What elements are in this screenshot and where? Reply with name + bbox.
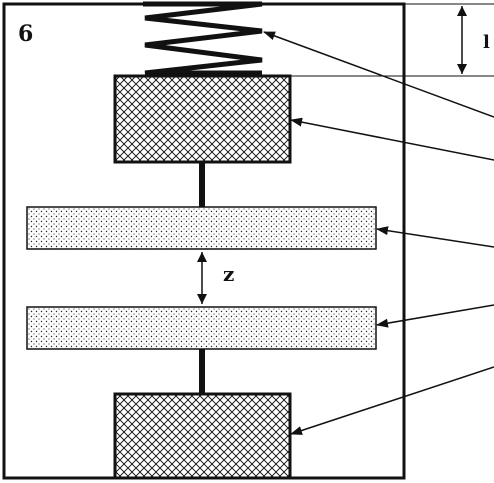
lower-electrode-plate: [26, 306, 377, 350]
figure-number-label: 6: [18, 21, 33, 47]
leader-arrow-lower-plate: [376, 304, 494, 328]
lower-proof-mass: [113, 392, 292, 480]
housing-frame: [2, 2, 406, 480]
gap-label: z: [223, 262, 234, 286]
lower-stem: [199, 349, 205, 394]
leader-arrow-upper-plate: [376, 226, 494, 248]
leader-arrow-lower-mass: [290, 366, 494, 435]
dimension-label: l: [483, 32, 490, 53]
spring: [143, 1, 263, 76]
leader-arrow-spring: [263, 31, 494, 118]
leader-arrow-upper-mass: [290, 117, 494, 161]
upper-stem: [199, 162, 205, 207]
upper-electrode-plate: [26, 206, 377, 250]
upper-proof-mass: [113, 74, 292, 164]
